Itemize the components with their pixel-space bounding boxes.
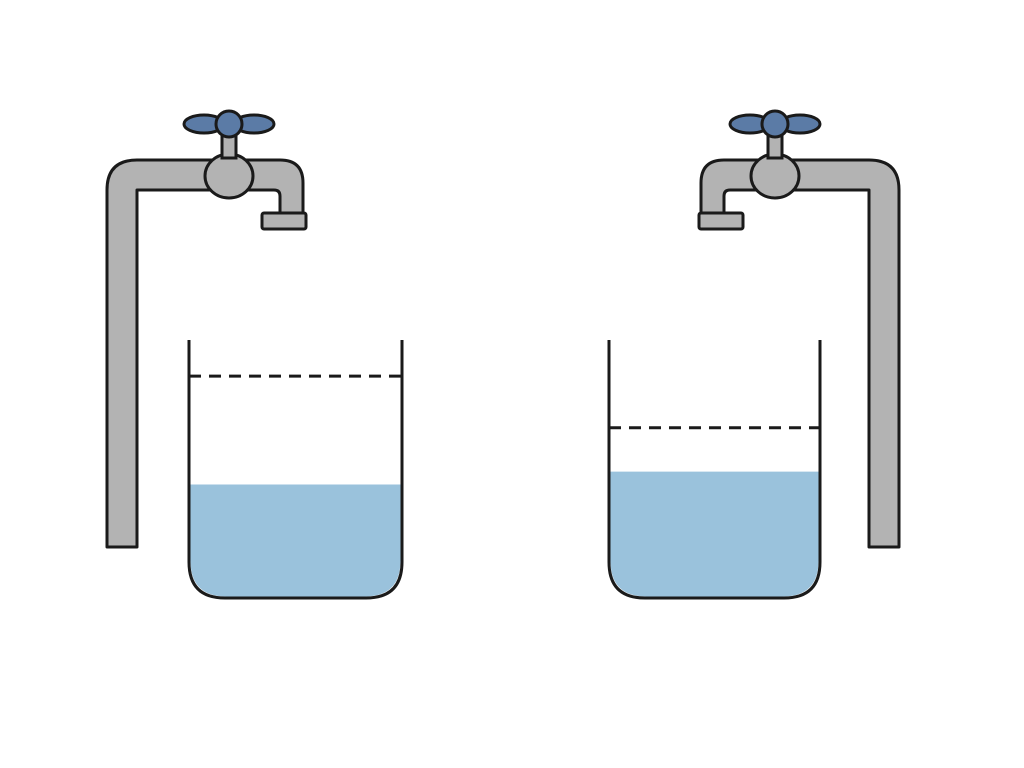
faucet-nozzle [260, 211, 308, 231]
faucet-pipe [105, 158, 305, 549]
cross-handle-icon[interactable] [182, 109, 276, 139]
faucet-pipe [699, 158, 901, 549]
faucet-icon [697, 109, 901, 549]
beaker-water [610, 471, 819, 597]
faucet-stem [766, 134, 784, 160]
faucet-icon [105, 109, 308, 549]
faucet-valve-body [749, 152, 801, 200]
setup-right [607, 109, 901, 600]
faucet-stem [220, 134, 238, 160]
faucet-valve-body [203, 152, 255, 200]
cross-handle-icon[interactable] [728, 109, 822, 139]
setup-left [105, 109, 404, 600]
beaker-icon [187, 340, 404, 600]
faucet-nozzle [697, 211, 745, 231]
beaker-water [190, 484, 401, 597]
beaker-icon [607, 340, 822, 600]
beaker-outline [187, 340, 404, 600]
beaker-outline [607, 340, 822, 600]
